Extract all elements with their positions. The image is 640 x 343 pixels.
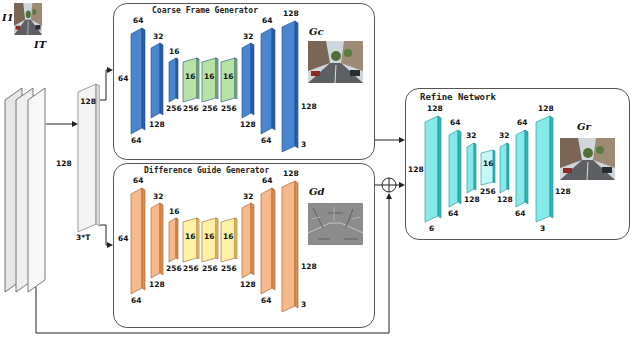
image-label: Gr <box>577 122 591 132</box>
dimension-label: 128 <box>464 196 480 204</box>
dimension-label: 16 <box>169 48 179 56</box>
difference-output-image <box>308 203 363 245</box>
dimension-label: 16 <box>483 160 493 168</box>
dimension-label: 64 <box>118 235 128 243</box>
dimension-label: 256 <box>166 105 182 113</box>
dimension-label: 128 <box>301 263 317 271</box>
frame-arrow <box>46 121 78 127</box>
dimension-label: 64 <box>262 17 272 25</box>
dimension-label: 3 <box>540 225 545 233</box>
panel-title: Coarse Frame Generator <box>152 7 258 15</box>
dimension-label: 128 <box>538 105 554 113</box>
dimension-label: 256 <box>221 265 237 273</box>
dimension-label: 128 <box>555 188 571 196</box>
dimension-label: 128 <box>408 166 424 174</box>
coarse-unet <box>131 21 298 152</box>
connector <box>375 137 405 143</box>
dimension-label: 3 <box>301 301 306 309</box>
dimension-label: 64 <box>131 137 141 145</box>
dimension-label: 16 <box>204 233 214 241</box>
tensor-slab <box>72 84 100 244</box>
refined-output-image <box>560 138 615 180</box>
image-label: I1 <box>2 13 14 23</box>
refine-unet <box>425 116 553 222</box>
image-label: IT <box>34 40 46 50</box>
dimension-label: 3*T <box>76 234 90 242</box>
dimension-label: 32 <box>153 193 163 201</box>
dimension-label: 128 <box>283 170 299 178</box>
dimension-label: 256 <box>202 265 218 273</box>
dimension-label: 64 <box>133 177 143 185</box>
generator-panel: Difference Guide Generator <box>113 163 375 328</box>
dimension-label: 128 <box>149 121 165 129</box>
dimension-label: 16 <box>185 233 195 241</box>
dimension-label: 6 <box>429 225 434 233</box>
dimension-label: 256 <box>202 105 218 113</box>
dimension-label: 128 <box>283 10 299 18</box>
dimension-label: 256 <box>221 105 237 113</box>
dimension-label: 64 <box>448 210 458 218</box>
image-label: Gd <box>309 187 325 197</box>
connector-line <box>375 140 400 141</box>
dimension-label: 16 <box>169 208 179 216</box>
dimension-label: 64 <box>261 137 271 145</box>
dimension-label: 256 <box>166 265 182 273</box>
dimension-label: 64 <box>118 75 128 83</box>
dimension-label: 128 <box>240 281 256 289</box>
dimension-label: 128 <box>240 121 256 129</box>
dimension-label: 256 <box>183 265 199 273</box>
dimension-label: 64 <box>133 17 143 25</box>
difference-unet <box>131 181 298 312</box>
dimension-label: 64 <box>515 210 525 218</box>
dimension-label: 128 <box>497 196 513 204</box>
dimension-label: 64 <box>131 297 141 305</box>
dimension-label: 16 <box>223 233 233 241</box>
sum-operator <box>382 178 396 192</box>
image-label: Gc <box>309 27 324 37</box>
dimension-label: 32 <box>153 33 163 41</box>
dimension-label: 32 <box>466 132 476 140</box>
input-thumbnail <box>14 3 42 35</box>
connector-line <box>100 225 108 245</box>
dimension-label: 3 <box>301 141 306 149</box>
dimension-label: 16 <box>185 73 195 81</box>
dimension-label: 256 <box>480 188 496 196</box>
panel-title: Difference Guide Generator <box>144 167 269 175</box>
dimension-label: 64 <box>262 177 272 185</box>
dimension-label: 32 <box>243 193 253 201</box>
generator-panel: Coarse Frame Generator <box>113 3 375 160</box>
dimension-label: 128 <box>149 281 165 289</box>
connector-line <box>100 70 108 100</box>
frame-stack <box>5 88 45 292</box>
dimension-label: 64 <box>261 297 271 305</box>
dimension-label: 16 <box>223 73 233 81</box>
input-tensor: 128 3*T <box>72 84 100 244</box>
coarse-output-image <box>308 41 363 83</box>
dimension-label: 128 <box>301 103 317 111</box>
dimension-label: 128 <box>427 105 443 113</box>
connector <box>100 225 113 248</box>
dimension-label: 128 <box>80 98 96 106</box>
dimension-label: 64 <box>450 119 460 127</box>
dimension-label: 128 <box>56 160 72 168</box>
panel-title: Refine Network <box>420 93 496 102</box>
dimension-label: 256 <box>183 105 199 113</box>
connector <box>100 67 113 100</box>
dimension-label: 32 <box>243 33 253 41</box>
dimension-label: 16 <box>204 73 214 81</box>
dimension-label: 64 <box>517 119 527 127</box>
dimension-label: 32 <box>499 132 509 140</box>
